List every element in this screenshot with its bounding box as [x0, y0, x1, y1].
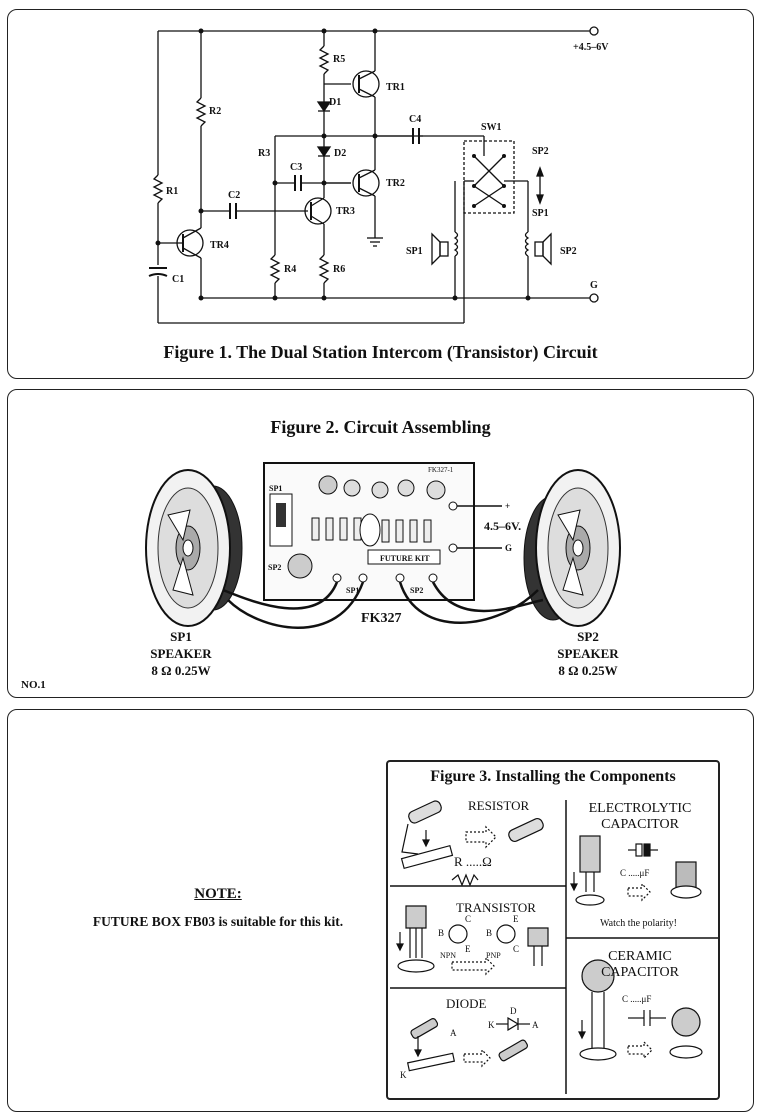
ground-label: G [590, 280, 598, 291]
left-speaker-rating: 8 Ω 0.25W [151, 663, 211, 678]
transistor-icon [396, 905, 549, 976]
page-number: NO.1 [21, 679, 46, 691]
diode-k-label: K [400, 1070, 407, 1080]
right-speaker-type: SPEAKER [557, 646, 619, 661]
figure3-caption: Figure 3. Installing the Components [430, 768, 676, 785]
sp1-switch-label: SP1 [532, 208, 549, 219]
schematic-panel: +4.5–6V G SW1 R1 R2 R3 R4 R5 R6 C1 C2 C3… [7, 9, 754, 379]
polarity-note: Watch the polarity! [600, 918, 677, 929]
supply-label: +4.5–6V [573, 42, 609, 53]
sp2-label: SP2 [560, 246, 577, 257]
diode-a-label: A [450, 1028, 457, 1038]
sp1-label: SP1 [406, 246, 423, 257]
resistor-icon [400, 800, 544, 887]
diode-symbol-a: A [532, 1020, 539, 1030]
pad-sp2-label: SP2 [410, 586, 423, 595]
npn-e-label: E [465, 944, 471, 954]
tr3-label: TR3 [336, 206, 355, 217]
ceramic-title-1: CERAMIC [608, 949, 672, 964]
figure3-diagram: RESISTOR R .....Ω ELECTROLYTIC CAPACITOR [390, 798, 718, 1094]
tr4-label: TR4 [210, 240, 229, 251]
pcb-code: FK327-1 [428, 466, 454, 474]
pcb-ground-label: G [505, 543, 512, 553]
npn-label: NPN [440, 951, 456, 960]
pad-sp1-label: SP1 [346, 586, 359, 595]
note-title: NOTE: [194, 886, 242, 902]
tr2-label: TR2 [386, 178, 405, 189]
right-speaker-icon [523, 469, 621, 627]
electrolytic-title-1: ELECTROLYTIC [589, 801, 692, 816]
pcb-board [263, 462, 475, 601]
install-panel: NOTE: FUTURE BOX FB03 is suitable for th… [7, 709, 754, 1112]
figure2-caption: Figure 2. Circuit Assembling [270, 417, 491, 437]
figure1-caption: Figure 1. The Dual Station Intercom (Tra… [163, 342, 598, 362]
diode-symbol-d: D [510, 1006, 517, 1016]
resistor-formula: R .....Ω [454, 854, 492, 869]
ceramic-value: C .....μF [622, 994, 651, 1004]
schematic-diagram: +4.5–6V G SW1 R1 R2 R3 R4 R5 R6 C1 C2 C3… [148, 26, 609, 324]
resistor-title: RESISTOR [468, 798, 529, 813]
left-speaker-id: SP1 [170, 629, 192, 644]
pcb-sp2-label: SP2 [268, 563, 281, 572]
pcb-sp1-label: SP1 [269, 484, 282, 493]
npn-b-label: B [438, 928, 444, 938]
brand-text: FUTURE KIT [380, 554, 430, 563]
right-speaker-caption: SP2 SPEAKER 8 Ω 0.25W [543, 628, 633, 679]
electrolytic-value: C .....μF [620, 868, 649, 878]
npn-c-label: C [465, 914, 471, 924]
assembly-panel: Figure 2. Circuit Assembling [7, 389, 754, 698]
pnp-label: PNP [486, 951, 501, 960]
c1-label: C1 [172, 274, 184, 285]
left-speaker-caption: SP1 SPEAKER 8 Ω 0.25W [136, 628, 226, 679]
ceramic-title-2: CAPACITOR [601, 965, 679, 980]
diode-icon [406, 1016, 530, 1072]
ceramic-capacitor-icon [578, 959, 703, 1061]
r4-label: R4 [284, 264, 296, 275]
pnp-e-label: E [513, 914, 519, 924]
electrolytic-capacitor-icon [570, 835, 702, 906]
d2-label: D2 [334, 148, 346, 159]
pnp-c-label: C [513, 944, 519, 954]
c2-label: C2 [228, 190, 240, 201]
tr1-label: TR1 [386, 82, 405, 93]
sp2-switch-label: SP2 [532, 146, 549, 157]
diode-title: DIODE [446, 996, 486, 1011]
assembly-diagram: FK327-1 FUTURE KIT SP1 SP2 SP1 SP2 + 4.5… [145, 462, 621, 629]
electrolytic-title-2: CAPACITOR [601, 817, 679, 832]
power-label: 4.5–6V. [484, 519, 521, 533]
r1-label: R1 [166, 186, 178, 197]
right-speaker-id: SP2 [577, 629, 599, 644]
sw1-label: SW1 [481, 122, 502, 133]
figure3-box: Figure 3. Installing the Components RESI… [386, 760, 720, 1100]
left-speaker-type: SPEAKER [150, 646, 212, 661]
pnp-b-label: B [486, 928, 492, 938]
c4-label: C4 [409, 114, 421, 125]
r3-label: R3 [258, 148, 270, 159]
right-speaker-rating: 8 Ω 0.25W [558, 663, 618, 678]
transistor-title: TRANSISTOR [456, 900, 536, 915]
note-text: FUTURE BOX FB03 is suitable for this kit… [92, 914, 344, 929]
r5-label: R5 [333, 54, 345, 65]
plus-label: + [505, 501, 510, 511]
r2-label: R2 [209, 106, 221, 117]
board-name: FK327 [361, 611, 401, 626]
r6-label: R6 [333, 264, 345, 275]
c3-label: C3 [290, 162, 302, 173]
d1-label: D1 [329, 97, 341, 108]
left-speaker-icon [145, 469, 243, 627]
diode-symbol-k: K [488, 1020, 495, 1030]
